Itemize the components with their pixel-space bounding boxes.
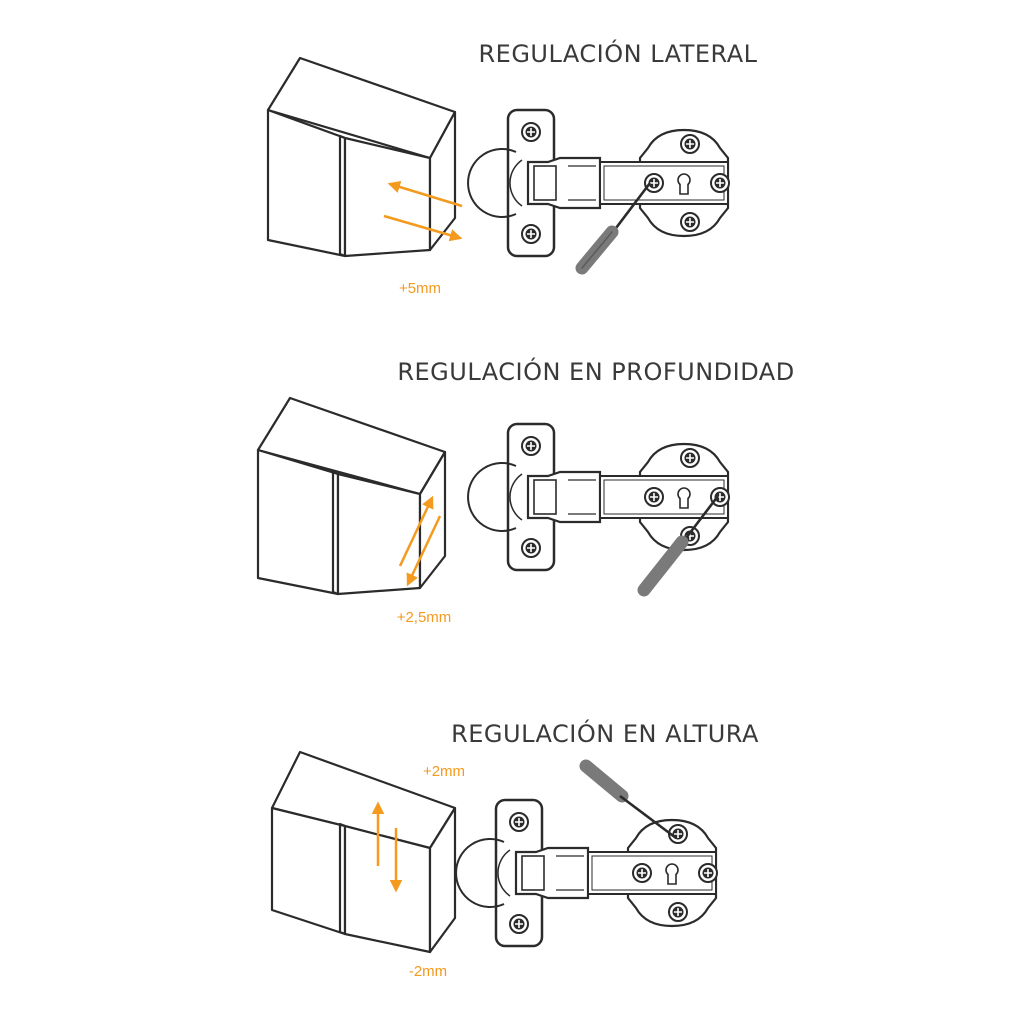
section-title-depth: REGULACIÓN EN PROFUNDIDAD: [397, 356, 794, 386]
hinge-icon: [468, 424, 729, 570]
section-lateral: REGULACIÓN LATERAL +5mm: [266, 38, 757, 297]
hinge-icon: [468, 110, 729, 256]
screwdriver-icon: [579, 759, 677, 840]
section-height: REGULACIÓN EN ALTURA +2mm -2mm: [270, 718, 759, 980]
section-depth: REGULACIÓN EN PROFUNDIDAD +2,5mm: [256, 356, 794, 626]
cabinet-icon: [270, 750, 457, 954]
screwdriver-icon: [637, 495, 720, 597]
measure-height-minus: -2mm: [409, 963, 447, 980]
cabinet-icon: [256, 396, 447, 596]
double-arrow-icon: [398, 495, 442, 587]
measure-lateral: +5mm: [399, 280, 441, 297]
section-title-lateral: REGULACIÓN LATERAL: [478, 38, 757, 68]
cabinet-icon: [266, 56, 457, 258]
screwdriver-icon: [575, 182, 652, 275]
measure-depth: +2,5mm: [397, 609, 452, 626]
hinge-icon: [456, 800, 717, 946]
double-arrow-icon: [371, 801, 403, 893]
double-arrow-icon: [383, 180, 463, 242]
section-title-height: REGULACIÓN EN ALTURA: [451, 718, 759, 748]
measure-height-plus: +2mm: [423, 763, 465, 780]
